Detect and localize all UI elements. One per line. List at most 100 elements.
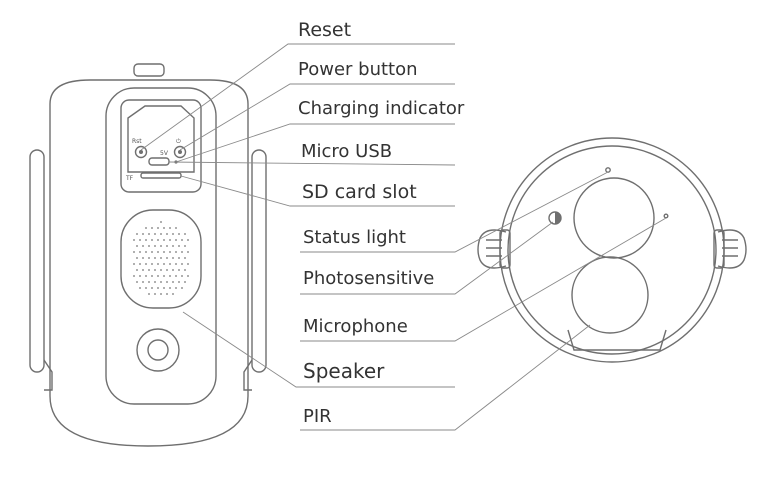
speaker-holes — [133, 221, 189, 295]
speaker-hole — [175, 251, 177, 253]
speaker-hole — [163, 263, 165, 265]
round-shell-inner — [507, 145, 717, 355]
speaker-hole — [187, 263, 189, 265]
left-knob — [477, 229, 511, 269]
speaker-hole — [184, 281, 186, 283]
leader-pir — [300, 324, 591, 431]
speaker-housing — [120, 209, 202, 309]
usb-mark: 5V — [160, 150, 169, 157]
top-knob — [133, 63, 165, 77]
speaker-hole — [172, 269, 174, 271]
speaker-hole — [133, 275, 135, 277]
speaker-hole — [136, 257, 138, 259]
speaker-hole — [139, 239, 141, 241]
speaker-hole — [166, 281, 168, 283]
speaker-hole — [175, 227, 177, 229]
speaker-hole — [136, 281, 138, 283]
speaker-hole — [178, 269, 180, 271]
speaker-hole — [172, 257, 174, 259]
speaker-hole — [145, 275, 147, 277]
speaker-hole — [139, 263, 141, 265]
leader-lines — [140, 43, 667, 431]
speaker-hole — [139, 275, 141, 277]
label-pir: PIR — [303, 406, 332, 427]
sd-slot — [140, 172, 182, 179]
speaker-hole — [187, 239, 189, 241]
speaker-hole — [136, 233, 138, 235]
panel-marks: Rst ⏻ 5V TF — [125, 138, 181, 182]
speaker-hole — [160, 281, 162, 283]
speaker-hole — [133, 263, 135, 265]
speaker-hole — [160, 233, 162, 235]
speaker-hole — [157, 239, 159, 241]
left-bracket-foot — [43, 359, 53, 391]
label-sd-card-slot: SD card slot — [302, 181, 417, 203]
leader-sd — [180, 175, 455, 207]
speaker-hole — [181, 239, 183, 241]
speaker-hole — [142, 233, 144, 235]
speaker-hole — [151, 227, 153, 229]
label-speaker: Speaker — [303, 359, 385, 383]
speaker-hole — [187, 275, 189, 277]
speaker-hole — [151, 275, 153, 277]
control-panel — [120, 99, 202, 193]
speaker-hole — [166, 257, 168, 259]
front-face — [105, 87, 217, 405]
speaker-hole — [184, 245, 186, 247]
speaker-hole — [145, 287, 147, 289]
speaker-hole — [184, 257, 186, 259]
rst-mark: Rst — [132, 138, 142, 145]
lower-button-outer — [136, 328, 180, 372]
label-microphone: Microphone — [303, 316, 408, 337]
speaker-hole — [157, 227, 159, 229]
label-power-button: Power button — [298, 59, 418, 80]
speaker-hole — [169, 227, 171, 229]
speaker-hole — [175, 263, 177, 265]
speaker-hole — [151, 251, 153, 253]
speaker-hole — [157, 251, 159, 253]
speaker-hole — [184, 233, 186, 235]
leader-photo — [300, 221, 554, 295]
label-reset: Reset — [298, 19, 352, 41]
speaker-hole — [175, 287, 177, 289]
speaker-hole — [163, 275, 165, 277]
status-light-dot — [605, 167, 611, 173]
speaker-hole — [148, 245, 150, 247]
speaker-hole — [157, 287, 159, 289]
speaker-hole — [148, 257, 150, 259]
speaker-hole — [178, 245, 180, 247]
round-shell-outer — [499, 137, 725, 363]
speaker-hole — [148, 269, 150, 271]
speaker-hole — [178, 233, 180, 235]
micro-usb-port — [148, 157, 170, 166]
speaker-hole — [181, 251, 183, 253]
power-button-circle — [173, 145, 187, 159]
speaker-hole — [136, 269, 138, 271]
speaker-hole — [142, 257, 144, 259]
speaker-hole — [136, 245, 138, 247]
leader-usb — [168, 161, 456, 166]
left-bracket — [29, 149, 45, 373]
speaker-hole — [163, 251, 165, 253]
speaker-hole — [148, 281, 150, 283]
reset-pinhole — [134, 145, 148, 159]
speaker-hole — [184, 269, 186, 271]
speaker-hole — [160, 245, 162, 247]
speaker-hole — [169, 287, 171, 289]
speaker-hole — [169, 239, 171, 241]
speaker-hole — [169, 275, 171, 277]
leader-reset — [140, 43, 455, 151]
speaker-hole — [160, 257, 162, 259]
right-knob — [713, 229, 747, 269]
tf-mark: TF — [125, 175, 134, 182]
leader-power — [179, 83, 455, 151]
speaker-hole — [181, 275, 183, 277]
speaker-hole — [145, 263, 147, 265]
speaker-hole — [166, 245, 168, 247]
label-status-light: Status light — [303, 227, 406, 248]
label-photosensitive: Photosensitive — [303, 268, 435, 289]
speaker-hole — [151, 287, 153, 289]
leader-mic — [300, 217, 667, 342]
speaker-hole — [166, 269, 168, 271]
